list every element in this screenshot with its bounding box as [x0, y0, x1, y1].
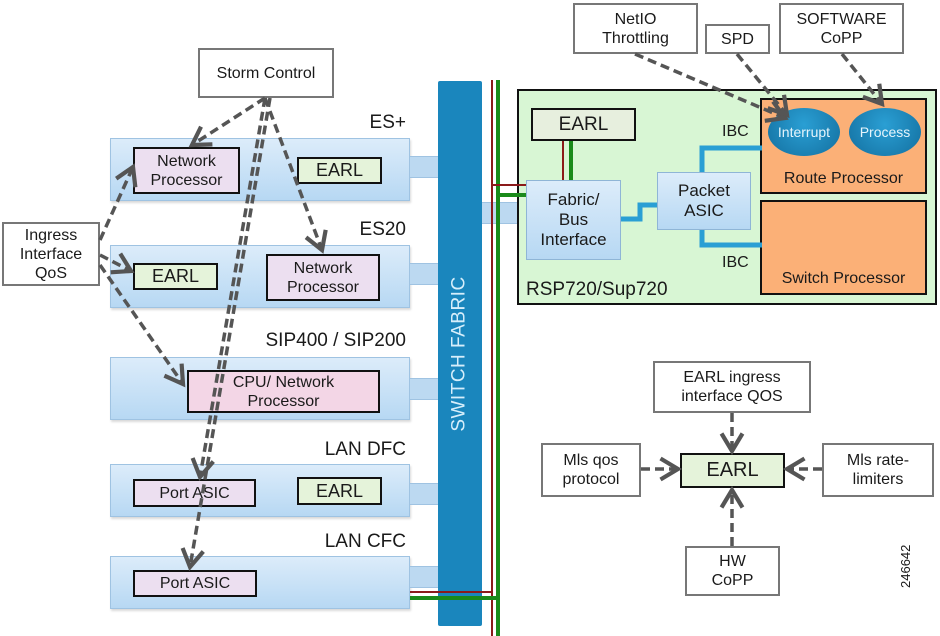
- route-processor-label: Route Processor: [783, 170, 904, 187]
- mls-qos-protocol-box: Mls qos protocol: [541, 443, 641, 497]
- fabric-connector: [410, 378, 440, 400]
- ibc-links: [621, 145, 762, 248]
- linecard-label: LAN CFC: [324, 531, 406, 552]
- linecard-label: SIP400 / SIP200: [265, 330, 407, 351]
- earl-ingress-qos-box: EARL ingress interface QOS: [653, 361, 811, 413]
- fabric-connector: [410, 156, 440, 178]
- earl-chip: EARL: [297, 477, 382, 505]
- dashed-arrows: [98, 52, 885, 572]
- network-processor: Network Processor: [266, 254, 380, 301]
- ingress-qos-box: Ingress Interface QoS: [2, 222, 100, 286]
- switch-processor-label: Switch Processor: [781, 270, 906, 287]
- software-copp-box: SOFTWARE CoPP: [779, 3, 904, 54]
- linecard-label: ES+: [369, 112, 406, 133]
- earl-chip: EARL: [133, 263, 218, 290]
- fabric-connector: [410, 483, 440, 505]
- hw-copp-box: HW CoPP: [685, 546, 780, 596]
- fabric-bus-interface: Fabric/ Bus Interface: [526, 180, 621, 260]
- supervisor-earl: EARL: [531, 108, 636, 141]
- port-asic: Port ASIC: [133, 570, 257, 597]
- spd-box: SPD: [705, 24, 770, 54]
- mls-rate-limiters-box: Mls rate- limiters: [822, 443, 934, 497]
- linecard-label: LAN DFC: [324, 439, 406, 460]
- earl-chip: EARL: [297, 157, 382, 184]
- fabric-connector: [410, 566, 440, 588]
- fabric-connector: [410, 263, 440, 285]
- supervisor-label: RSP720/Sup720: [526, 279, 668, 300]
- bus-lines: [410, 80, 573, 636]
- netio-throttling-box: NetIO Throttling: [573, 3, 698, 54]
- storm-control-box: Storm Control: [198, 48, 334, 98]
- process-oval: Process: [849, 108, 921, 156]
- ibc-label-top: IBC: [722, 123, 749, 140]
- network-processor: Network Processor: [133, 147, 240, 194]
- switch-fabric: [438, 81, 482, 626]
- ibc-label-bottom: IBC: [722, 254, 749, 271]
- linecard-label: ES20: [359, 219, 406, 240]
- packet-asic: Packet ASIC: [657, 172, 751, 230]
